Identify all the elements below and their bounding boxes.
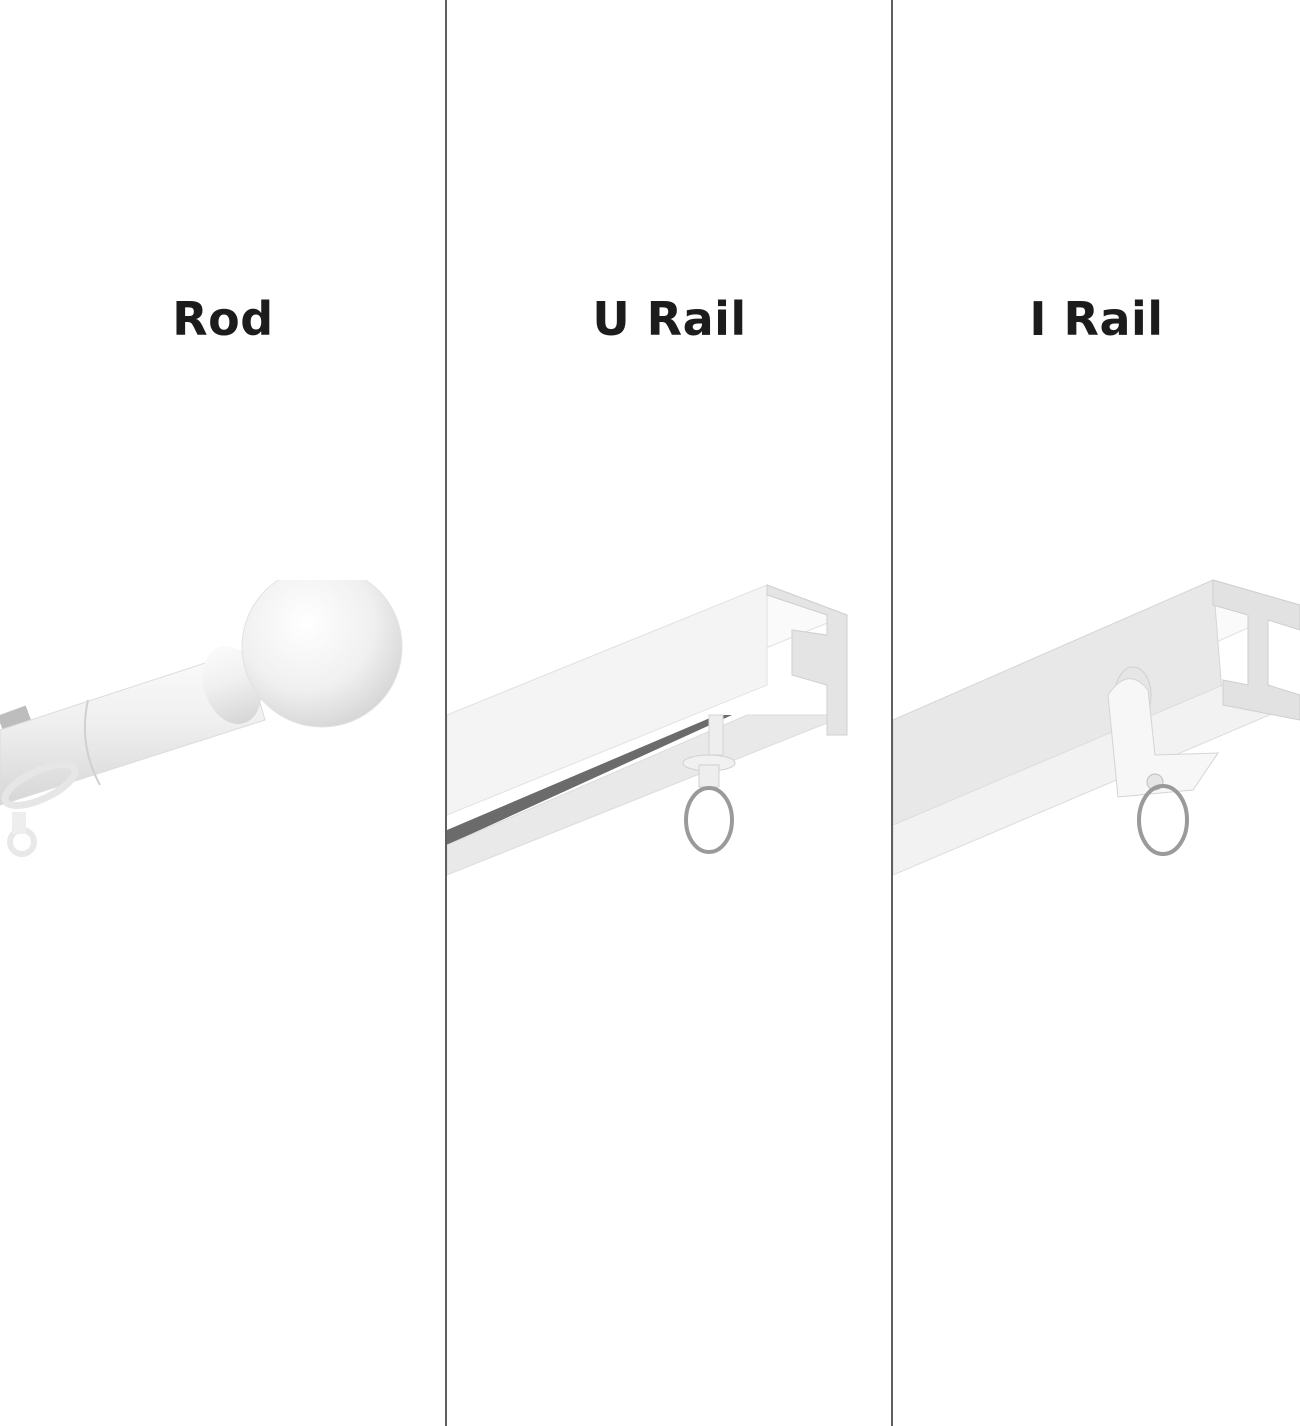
divider-2 [891,0,893,1426]
panel-i-rail: I Rail [893,0,1300,1426]
i-rail-illustration [893,579,1300,876]
panel-label-u-rail: U Rail [592,292,747,346]
panel-label-rod: Rod [172,292,274,346]
curtain-rod-illustration [0,580,403,857]
panel-rod: Rod [0,0,446,1426]
u-rail-illustration [447,584,849,876]
panel-label-i-rail: I Rail [1029,292,1164,346]
divider-1 [445,0,447,1426]
panel-u-rail: U Rail [447,0,892,1426]
